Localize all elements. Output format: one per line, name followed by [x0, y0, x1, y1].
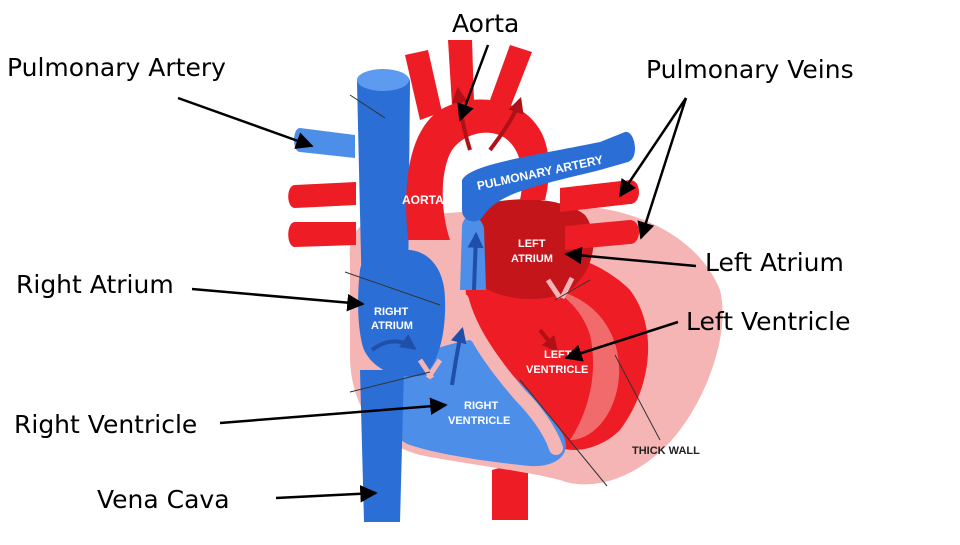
aorta-branch-1: [405, 50, 442, 120]
thin-line-ra: [344, 271, 441, 306]
inline-label-left-ventricle-1: LEFT: [544, 349, 572, 361]
valve-tricuspid: [417, 358, 443, 380]
arrow-pulmonary-veins-2: [637, 97, 688, 240]
left-pulmonary-vein-upper: [288, 182, 356, 208]
arrow-right-ventricle: [219, 397, 448, 425]
thin-line-thick-wall: [614, 354, 661, 441]
flow-arrow-rv: [450, 326, 467, 386]
arrow-left-ventricle: [564, 320, 679, 362]
arrow-right-atrium: [191, 287, 365, 312]
inline-label-right-atrium-1: RIGHT: [374, 306, 409, 318]
label-right-atrium: Right Atrium: [16, 270, 174, 299]
label-pulmonary-artery: Pulmonary Artery: [7, 53, 226, 82]
septum: [455, 293, 563, 455]
label-left-ventricle: Left Ventricle: [686, 307, 851, 336]
inline-label-right-ventricle-1: RIGHT: [464, 400, 499, 412]
thin-line-la: [554, 279, 591, 301]
label-pulmonary-veins: Pulmonary Veins: [646, 55, 854, 84]
inline-label-right-ventricle-2: VENTRICLE: [448, 415, 510, 427]
inline-label-left-atrium-2: ATRIUM: [511, 253, 553, 265]
arrow-left-atrium: [564, 246, 697, 268]
descending-aorta: [492, 460, 528, 520]
flow-arrow-ao-2: [488, 96, 524, 152]
inferior-vena-cava: [360, 370, 404, 522]
aortic-arch: [406, 99, 549, 240]
inline-label-right-atrium-2: ATRIUM: [371, 320, 413, 332]
arrow-pulmonary-veins-1: [618, 97, 688, 198]
thick-wall: [555, 290, 620, 440]
pulmonary-artery-band: [462, 131, 636, 222]
label-aorta: Aorta: [452, 9, 520, 38]
inline-label-aorta: AORTA: [402, 193, 444, 207]
thin-line-svc: [349, 94, 386, 119]
inline-label-thick-wall: THICK WALL: [632, 445, 700, 457]
left-pulmonary-vein-lower: [288, 222, 356, 247]
aorta-branch-3: [490, 45, 532, 108]
arrow-aorta: [457, 44, 490, 122]
arrow-pulmonary-artery: [177, 96, 314, 149]
arrow-vena-cava: [275, 485, 378, 503]
superior-vena-cava: [357, 70, 410, 300]
thin-line-ivc: [349, 371, 431, 393]
inline-label-left-ventricle-2: VENTRICLE: [526, 364, 588, 376]
flow-arrow-lv: [538, 328, 558, 353]
label-right-ventricle: Right Ventricle: [14, 410, 198, 439]
superior-vena-cava-opening: [357, 69, 409, 91]
label-left-atrium: Left Atrium: [705, 248, 844, 277]
thin-line-septum: [519, 379, 608, 487]
label-vena-cava: Vena Cava: [97, 485, 230, 514]
inline-label-left-atrium-1: LEFT: [518, 238, 546, 250]
flow-arrow-ra: [370, 334, 417, 352]
right-pulmonary-vein-lower: [565, 220, 639, 250]
flow-arrow-pa: [467, 231, 484, 291]
left-atrium: [464, 199, 594, 300]
